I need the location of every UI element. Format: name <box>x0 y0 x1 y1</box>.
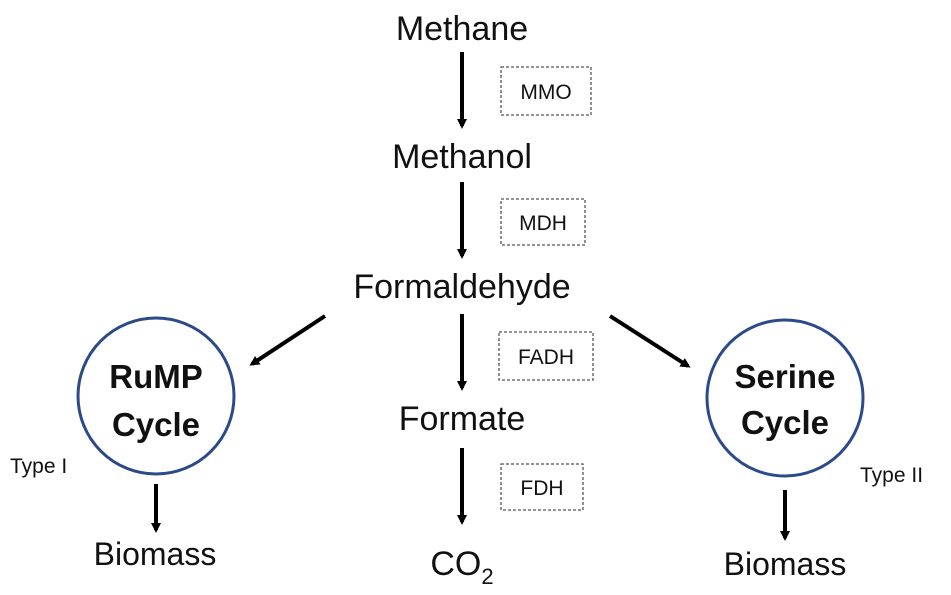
biomass-right-label: Biomass <box>724 546 847 582</box>
type-ii-label: Type II <box>860 464 923 487</box>
co2-subscript: 2 <box>481 564 493 589</box>
enzyme-box-mdh: MDH <box>500 198 586 246</box>
serine-cycle-line2: Cycle <box>741 404 829 441</box>
enzyme-box-mmo: MMO <box>500 66 592 116</box>
enzyme-mdh-label: MDH <box>519 212 567 235</box>
arrow-formaldehyde-to-serine <box>608 314 691 368</box>
methane-label: Methane <box>396 10 528 48</box>
enzyme-fdh-label: FDH <box>520 477 563 500</box>
type-i-label: Type I <box>10 455 67 478</box>
rump-cycle-line2: Cycle <box>112 406 200 443</box>
enzyme-fadh-label: FADH <box>518 346 574 369</box>
arrow-formaldehyde-to-rump <box>249 314 327 366</box>
enzyme-box-fadh: FADH <box>498 331 594 381</box>
methanol-label: Methanol <box>392 138 532 176</box>
enzyme-mmo-label: MMO <box>520 81 571 104</box>
rump-cycle-circle <box>76 316 236 476</box>
co2-label: CO2 <box>430 545 493 589</box>
rump-cycle: RuMP Cycle <box>76 316 236 476</box>
serine-cycle: Serine Cycle <box>705 318 865 478</box>
formate-label: Formate <box>399 400 526 438</box>
serine-cycle-line1: Serine <box>735 358 836 395</box>
formaldehyde-label: Formaldehyde <box>353 268 570 306</box>
enzyme-box-fdh: FDH <box>500 463 584 511</box>
serine-cycle-circle <box>705 318 865 478</box>
rump-cycle-line1: RuMP <box>109 358 203 395</box>
biomass-left-label: Biomass <box>94 536 217 572</box>
co2-base: CO <box>430 545 481 583</box>
